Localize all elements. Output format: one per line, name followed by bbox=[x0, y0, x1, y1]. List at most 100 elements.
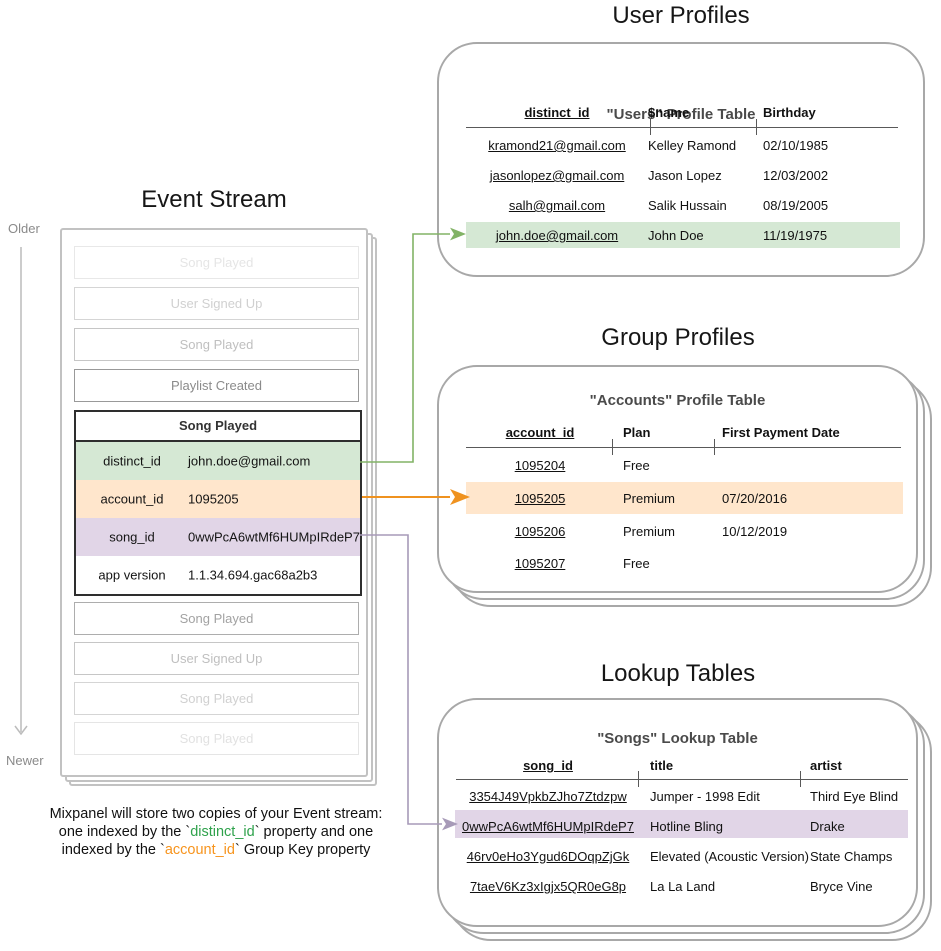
col-header: First Payment Date bbox=[722, 425, 840, 440]
highlight-row-green bbox=[466, 222, 900, 248]
cell: Third Eye Blind bbox=[810, 789, 899, 804]
prop-key: distinct_id bbox=[103, 453, 161, 469]
caption-line-3: indexed by the `account_id` Group Key pr… bbox=[62, 842, 371, 858]
event-box: Song Played bbox=[74, 682, 359, 715]
table-row: 7taeV6Kz3xIgjx5QR0eG8p La La Land Bryce … bbox=[437, 879, 918, 895]
event-box: User Signed Up bbox=[74, 642, 359, 675]
cell: Hotline Bling bbox=[650, 819, 723, 834]
caption-distinct-id: distinct_id bbox=[190, 824, 255, 840]
cell: kramond21@gmail.com bbox=[488, 138, 626, 153]
caption-text: Mixpanel will store two copies of your E… bbox=[49, 806, 383, 822]
prop-value: 1.1.34.694.gac68a2b3 bbox=[188, 567, 318, 583]
panel-surface bbox=[437, 365, 918, 593]
highlight-row-purple bbox=[455, 810, 908, 838]
table-row-highlighted: john.doe@gmail.com John Doe 11/19/1975 bbox=[437, 228, 925, 244]
event-prop-song-id: song_id 0wwPcA6wtMf6HUMpIRdeP7 bbox=[76, 518, 360, 556]
cell: 0wwPcA6wtMf6HUMpIRdeP7 bbox=[462, 819, 634, 834]
cell: Premium bbox=[623, 524, 676, 539]
user-profiles-title: User Profiles bbox=[612, 2, 750, 29]
table-row-highlighted: 1095205 Premium 07/20/2016 bbox=[437, 491, 918, 507]
table-row: jasonlopez@gmail.com Jason Lopez 12/03/2… bbox=[437, 168, 925, 184]
event-stream-container: Song Played User Signed Up Song Played P… bbox=[60, 228, 377, 786]
col-header: artist bbox=[810, 758, 842, 773]
axis-arrowhead-icon bbox=[14, 725, 28, 736]
column-separator bbox=[800, 771, 801, 787]
cell: 3354J49VpkbZJho7Ztdzpw bbox=[469, 789, 627, 804]
songs-header-row: song_id title artist bbox=[437, 758, 918, 774]
col-header: song_id bbox=[523, 758, 573, 773]
prop-key: song_id bbox=[109, 529, 155, 545]
user-profiles-panel: "Users" Profile Table distinct_id $name … bbox=[437, 42, 925, 277]
cell: jasonlopez@gmail.com bbox=[489, 168, 625, 183]
lookup-tables-title: Lookup Tables bbox=[600, 660, 756, 687]
cell: Drake bbox=[810, 819, 845, 834]
cell: john.doe@gmail.com bbox=[495, 228, 619, 243]
header-divider bbox=[456, 779, 908, 780]
cell: 12/03/2002 bbox=[763, 168, 829, 183]
event-box: Playlist Created bbox=[74, 369, 359, 402]
col-header: Birthday bbox=[763, 105, 816, 120]
cell: 46rv0eHo3Ygud6DOqpZjGk bbox=[466, 849, 630, 864]
users-header-row: distinct_id $name Birthday bbox=[437, 105, 925, 121]
caption-text: one indexed by the ` bbox=[58, 824, 191, 840]
cell: La La Land bbox=[650, 879, 716, 894]
column-separator bbox=[612, 439, 613, 455]
event-prop-account-id: account_id 1095205 bbox=[76, 480, 360, 518]
table-row: salh@gmail.com Salik Hussain 08/19/2005 bbox=[437, 198, 925, 214]
table-row-highlighted: 0wwPcA6wtMf6HUMpIRdeP7 Hotline Bling Dra… bbox=[437, 819, 918, 835]
group-profiles-title: Group Profiles bbox=[601, 324, 755, 351]
cell: Salik Hussain bbox=[648, 198, 727, 213]
cell: State Champs bbox=[810, 849, 893, 864]
col-header: account_id bbox=[505, 425, 575, 440]
col-header: distinct_id bbox=[524, 105, 590, 120]
event-box: Song Played bbox=[74, 722, 359, 755]
prop-value: 1095205 bbox=[188, 491, 239, 507]
cell: Jason Lopez bbox=[648, 168, 722, 183]
cell: 1095205 bbox=[514, 491, 566, 506]
column-separator bbox=[650, 119, 651, 135]
event-box: Song Played bbox=[74, 328, 359, 361]
col-header: $name bbox=[648, 105, 690, 120]
caption-line-1: Mixpanel will store two copies of your E… bbox=[50, 806, 383, 822]
event-prop-distinct-id: distinct_id john.doe@gmail.com bbox=[76, 442, 360, 480]
table-row: 1095207 Free bbox=[437, 556, 918, 572]
cell: 08/19/2005 bbox=[763, 198, 829, 213]
group-profiles-panel: "Accounts" Profile Table account_id Plan… bbox=[437, 365, 932, 607]
cell: 02/10/1985 bbox=[763, 138, 829, 153]
table-row: 1095206 Premium 10/12/2019 bbox=[437, 524, 918, 540]
cell: salh@gmail.com bbox=[508, 198, 606, 213]
cell: 1095206 bbox=[514, 524, 566, 539]
cell: John Doe bbox=[648, 228, 704, 243]
table-row: kramond21@gmail.com Kelley Ramond 02/10/… bbox=[437, 138, 925, 154]
event-box: Song Played bbox=[74, 246, 359, 279]
event-box: Song Played bbox=[74, 602, 359, 635]
cell: Kelley Ramond bbox=[648, 138, 737, 153]
event-stream-title: Event Stream bbox=[141, 186, 287, 213]
header-divider bbox=[466, 447, 901, 448]
users-table-title: "Users" Profile Table bbox=[606, 106, 756, 123]
older-label: Older bbox=[8, 221, 40, 236]
songs-table-title: "Songs" Lookup Table bbox=[597, 730, 758, 747]
caption-text: ` Group Key property bbox=[234, 842, 371, 858]
cell: 11/19/1975 bbox=[763, 228, 828, 243]
cell: 1095207 bbox=[514, 556, 566, 571]
column-separator bbox=[638, 771, 639, 787]
focused-event-table: Song Played distinct_id john.doe@gmail.c… bbox=[74, 410, 362, 596]
column-separator bbox=[714, 439, 715, 455]
focused-event-name: Song Played bbox=[76, 412, 360, 442]
col-header: title bbox=[650, 758, 674, 773]
highlight-row-orange bbox=[466, 482, 903, 514]
prop-value: 0wwPcA6wtMf6HUMpIRdeP7 bbox=[188, 529, 360, 545]
cell: Bryce Vine bbox=[810, 879, 873, 894]
event-prop-app-version: app version 1.1.34.694.gac68a2b3 bbox=[76, 556, 360, 594]
cell: Premium bbox=[623, 491, 676, 506]
lookup-tables-panel: "Songs" Lookup Table song_id title artis… bbox=[437, 698, 932, 941]
cell: 07/20/2016 bbox=[722, 491, 788, 506]
caption-line-2: one indexed by the `distinct_id` propert… bbox=[59, 824, 373, 840]
cell: Free bbox=[623, 458, 650, 473]
table-row: 1095204 Free bbox=[437, 458, 918, 474]
prop-key: account_id bbox=[100, 491, 164, 507]
caption-text: ` property and one bbox=[254, 824, 374, 840]
prop-key: app version bbox=[98, 567, 166, 583]
